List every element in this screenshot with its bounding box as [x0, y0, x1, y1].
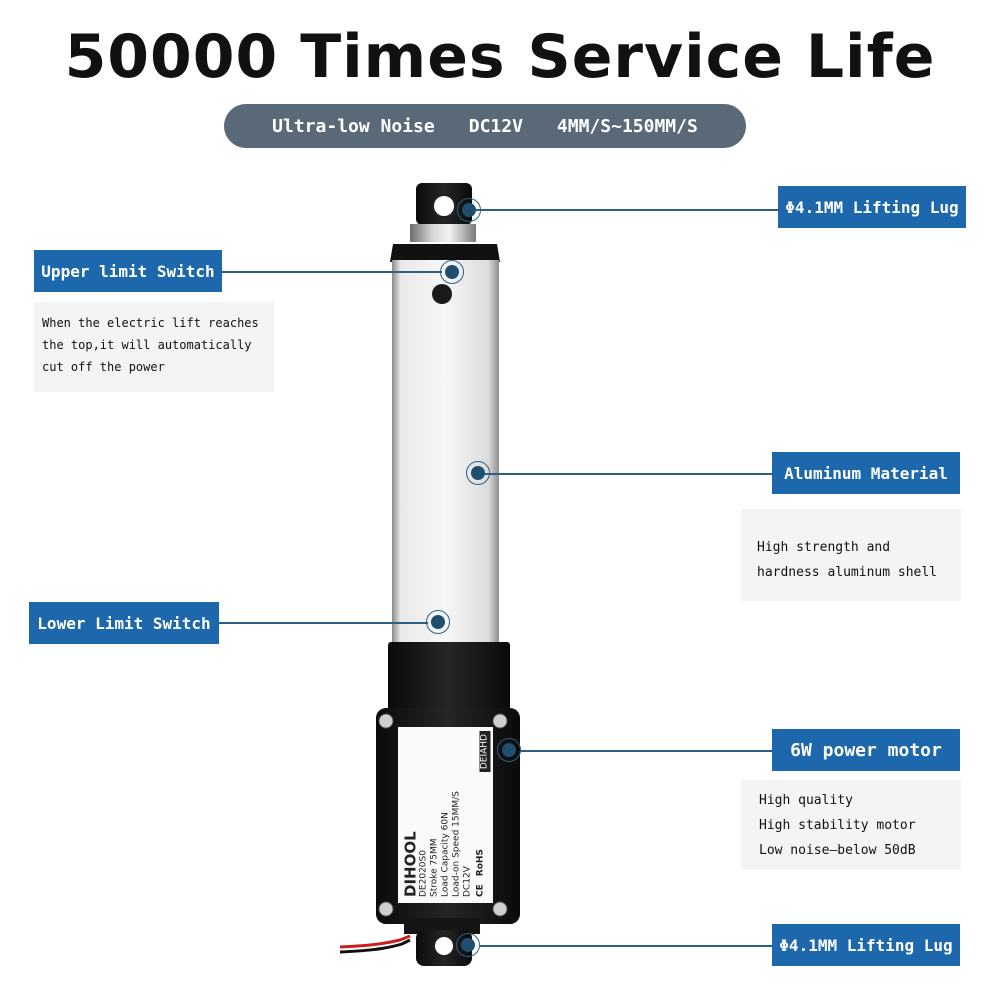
lower-switch-label: Lower Limit Switch [29, 602, 219, 644]
motor-marker-icon [497, 738, 521, 762]
piston-rod [410, 224, 476, 242]
aluminum-label: Aluminum Material [772, 452, 960, 494]
product-spec-3: Load-on Speed 15MM/S [451, 791, 461, 897]
aluminum-leader-line [480, 473, 772, 475]
aluminum-tube [392, 260, 499, 644]
spec-noise: Ultra-low Noise [272, 115, 435, 137]
aluminum-description: High strength and hardness aluminum shel… [741, 509, 961, 601]
upper-switch-marker-icon [440, 260, 464, 284]
aluminum-marker-icon [466, 461, 490, 485]
motor-leader-line [520, 750, 772, 752]
aluminum-desc-line-2: hardness aluminum shell [757, 565, 938, 580]
ce-mark: CE [475, 884, 485, 897]
power-wire [339, 934, 411, 949]
product-model: DE2020S0 [418, 850, 428, 897]
upper-switch-desc-line-1: When the electric lift reaches [42, 316, 259, 330]
page-title: 50000 Times Service Life [64, 22, 936, 92]
product-spec-4: DC12V [462, 866, 472, 897]
ground-wire [339, 938, 411, 954]
upper-switch-label: Upper limit Switch [34, 250, 222, 292]
spec-speed: 4MM/S~150MM/S [556, 115, 698, 137]
bottom-lug-leader-line [480, 945, 772, 947]
lower-switch-marker-icon [426, 610, 450, 634]
product-spec-2: Load Capacity 60N [440, 812, 450, 897]
lower-switch-leader-line [218, 622, 428, 624]
top-end-cap [390, 244, 500, 262]
product-label-bg [398, 727, 493, 903]
rohs-mark: RoHS [475, 849, 485, 877]
motor-label: 6W power motor [772, 729, 960, 771]
product-spec-1: Stroke 75MM [429, 838, 439, 897]
upper-switch-leader-line [222, 271, 442, 273]
product-bottom-brand: DEIAHD [479, 731, 490, 773]
top-lug-marker-icon [457, 198, 481, 222]
bottom-lug-label: Φ4.1MM Lifting Lug [772, 924, 960, 966]
spec-pill: Ultra-low Noise DC12V 4MM/S~150MM/S [224, 104, 746, 148]
upper-switch-description: When the electric lift reaches the top,i… [34, 302, 274, 392]
switch-hole-icon [432, 284, 452, 304]
top-lug-label: Φ4.1MM Lifting Lug [778, 186, 966, 228]
upper-switch-desc-line-3: cut off the power [42, 360, 165, 374]
product-brand: DIHOOL [401, 831, 419, 897]
top-lug-leader-line [470, 209, 778, 211]
screw-icons [378, 713, 508, 917]
product-label: DIHOOL DE2020S0 Stroke 75MM Load Capacit… [398, 727, 493, 903]
motor-housing-top [388, 642, 510, 714]
motor-desc-line-2: High stability motor [759, 818, 916, 833]
upper-switch-desc-line-2: the top,it will automatically [42, 338, 252, 352]
motor-desc-line-3: Low noise—below 50dB [759, 843, 916, 858]
motor-desc-line-1: High quality [759, 793, 853, 808]
bottom-lug-marker-icon [456, 933, 480, 957]
motor-description: High quality High stability motor Low no… [741, 780, 961, 870]
aluminum-desc-line-1: High strength and [757, 540, 891, 555]
spec-voltage: DC12V [468, 115, 523, 137]
